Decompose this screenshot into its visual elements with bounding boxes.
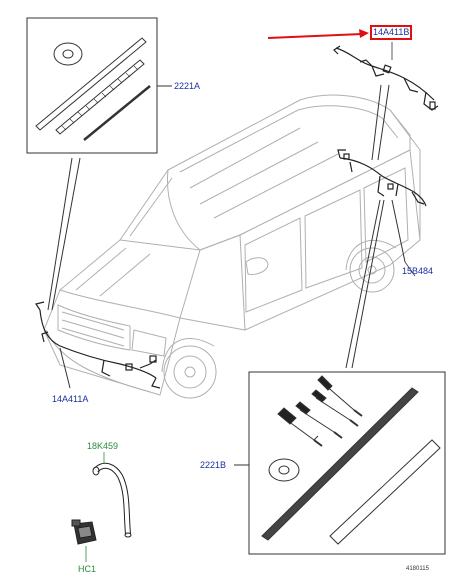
vehicle-outline [43,94,421,399]
callout-15b484[interactable]: 15B484 [402,266,434,276]
rear-harness-14a411b [333,45,439,111]
hose-18k459 [92,462,132,538]
callout-18k459[interactable]: 18K459 [87,441,119,451]
highlight-arrow [267,29,369,39]
clip-hc1 [71,519,97,545]
callout-14a411a[interactable]: 14A411A [52,394,89,404]
callout-hc1[interactable]: HC1 [78,564,97,574]
seal-strip-long [35,37,147,131]
callout-14a411b[interactable]: 14A411B [370,25,413,40]
kit-box-frame-b [248,371,446,555]
front-harness-14a411a [35,301,161,389]
grommet-b [268,458,300,482]
callout-2221b[interactable]: 2221B [200,460,227,470]
kit-box-2221a [26,17,158,154]
seal-strip-b-long [261,387,419,541]
callout-2221a[interactable]: 2221A [174,81,201,91]
seal-strip-b-wide [329,439,441,545]
leader-lines-front [47,157,81,389]
kit-box-2221b [248,371,446,555]
cable-ties [277,375,363,447]
rear-bumper-harness-15b484 [337,149,427,207]
leader-15b484 [404,261,416,277]
grommet [53,42,83,66]
figure-reference: 4180115 [406,566,429,572]
leader-lines-rear [345,84,406,369]
seal-strip-ribbed [55,59,145,135]
seal-strip-thin [83,85,151,141]
